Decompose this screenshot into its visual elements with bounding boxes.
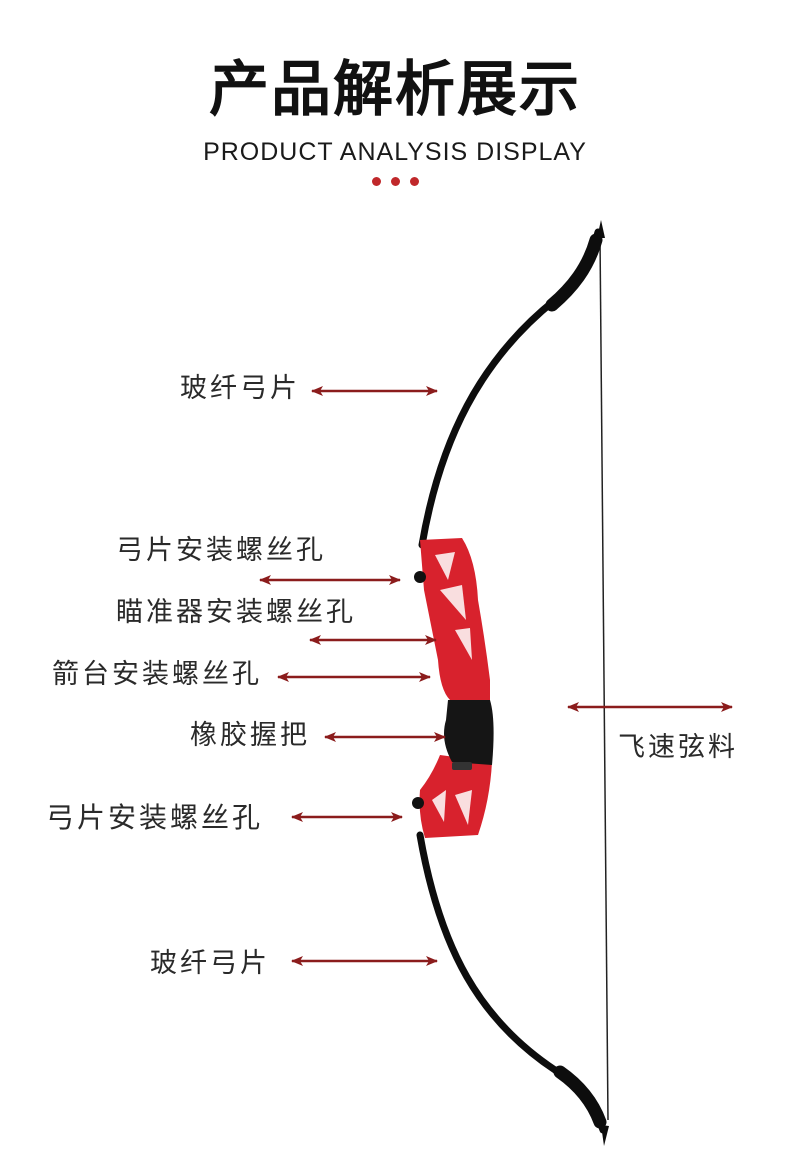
- label-string: 飞速弦料: [618, 732, 738, 763]
- grip-badge: [452, 762, 472, 770]
- limb-bolt-upper: [414, 571, 426, 583]
- label-grip: 橡胶握把: [190, 720, 310, 751]
- page-subtitle: PRODUCT ANALYSIS DISPLAY: [203, 138, 587, 166]
- page-title: 产品解析展示: [209, 55, 581, 125]
- label-limb-bolt-lower: 弓片安装螺丝孔: [46, 801, 264, 834]
- dot-3: [409, 177, 419, 186]
- label-limb-bolt-upper: 弓片安装螺丝孔: [116, 535, 326, 566]
- upper-limb-tip: [545, 233, 603, 312]
- lower-limb-nock: [601, 1125, 609, 1146]
- grip: [444, 700, 494, 765]
- label-rest-hole: 箭台安装螺丝孔: [52, 659, 262, 690]
- limb-bolt-lower: [412, 797, 424, 809]
- arrows: [259, 386, 733, 966]
- decorative-dots: [0, 177, 790, 186]
- label-sight-hole: 瞄准器安装螺丝孔: [116, 597, 356, 628]
- lower-limb-tip: [553, 1065, 607, 1129]
- riser: [420, 538, 490, 700]
- bow-string: [599, 237, 609, 1121]
- dot-1: [371, 177, 381, 186]
- label-upper-limb: 玻纤弓片: [180, 373, 300, 404]
- riser-cutouts: [432, 552, 472, 825]
- label-lower-limb: 玻纤弓片: [150, 948, 270, 979]
- upper-limb-nock: [597, 220, 605, 238]
- dot-2: [390, 177, 400, 186]
